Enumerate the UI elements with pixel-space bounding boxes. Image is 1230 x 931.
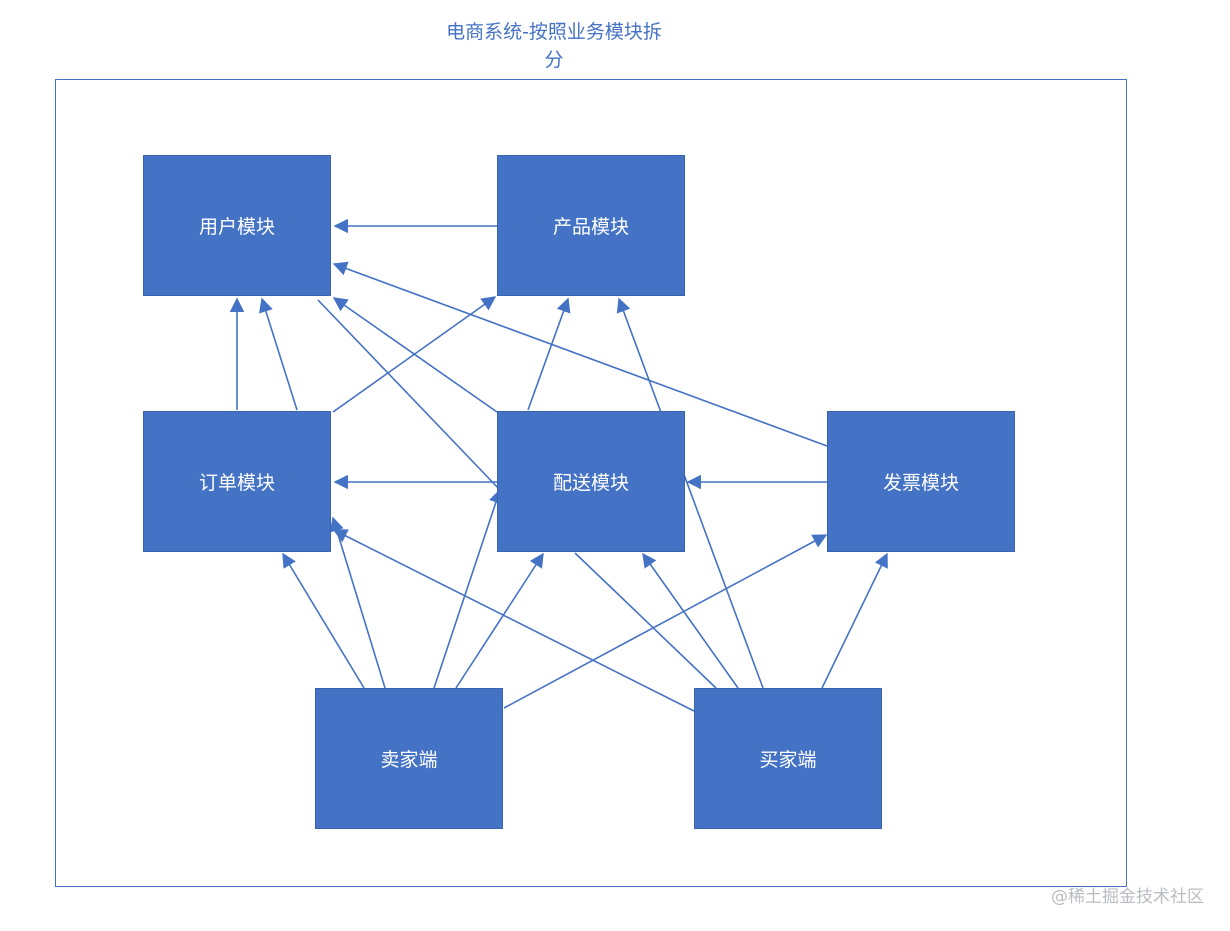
edge-buyer-invoice (821, 552, 888, 689)
diagram-frame (55, 79, 1127, 887)
edge-delivery-product (527, 297, 571, 411)
edge-seller-user (433, 488, 503, 689)
edge-buyer-product (616, 297, 764, 689)
diagram-title: 电商系统-按照业务模块拆分 (446, 21, 662, 71)
edge-order-user-2 (259, 297, 298, 411)
edge-seller-order-1 (282, 552, 365, 689)
edge-buyer-order (332, 529, 695, 712)
edge-delivery-user (332, 297, 498, 413)
edge-seller-user-line (317, 299, 501, 491)
edge-delivery-buyer-line (574, 552, 717, 689)
node-seller-client[interactable]: 卖家端 (315, 688, 503, 829)
node-invoice-module[interactable]: 发票模块 (827, 411, 1015, 552)
edge-seller-invoice (503, 534, 828, 709)
edge-buyer-delivery (642, 552, 739, 689)
node-buyer-client[interactable]: 买家端 (694, 688, 882, 829)
watermark: @稀土掘金技术社区 (1051, 887, 1204, 907)
node-delivery-module[interactable]: 配送模块 (497, 411, 685, 552)
node-user-module[interactable]: 用户模块 (143, 155, 331, 296)
edge-seller-order-2 (329, 516, 386, 689)
edge-invoice-user (332, 261, 828, 447)
edge-seller-delivery (455, 552, 544, 689)
node-product-module[interactable]: 产品模块 (497, 155, 685, 296)
node-order-module[interactable]: 订单模块 (143, 411, 331, 552)
